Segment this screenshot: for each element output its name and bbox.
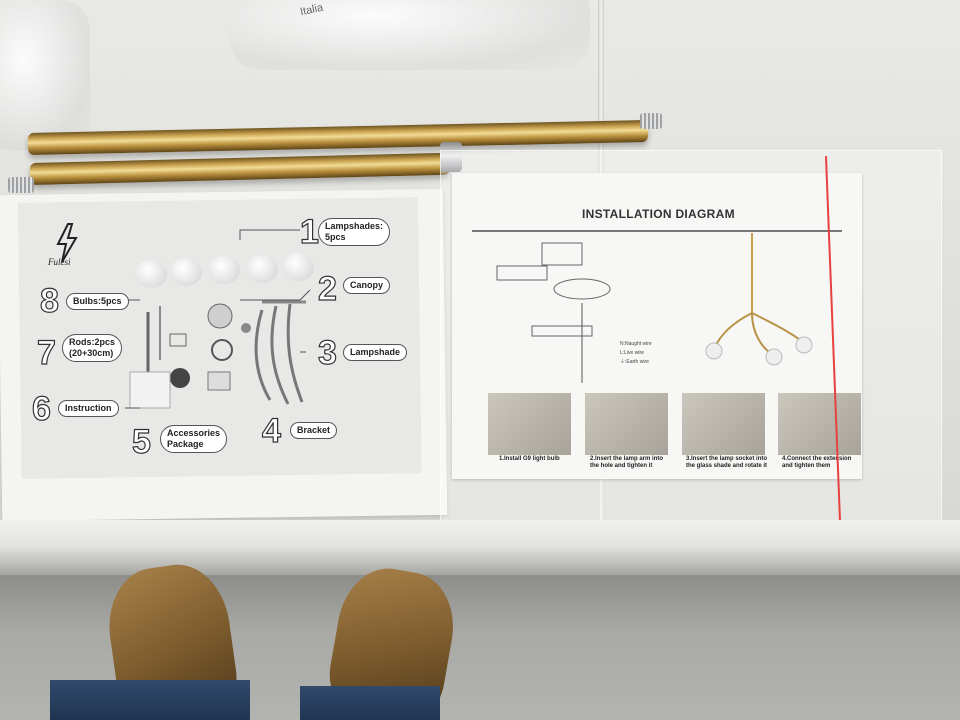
part-label: Canopy xyxy=(343,277,391,294)
left-jeans-leg xyxy=(50,680,250,720)
step-caption: 4.Connect the extension and tighten them xyxy=(782,456,851,469)
part-number: 2 xyxy=(317,270,337,308)
rod-thread xyxy=(8,177,34,193)
diagram-rule xyxy=(472,230,842,232)
step-caption: 1.Install G9 light bulb xyxy=(499,456,560,462)
right-jeans-leg xyxy=(300,686,440,720)
part-number: 8 xyxy=(39,282,59,320)
installation-diagram-sheet: INSTALLATION DIAGRAM N:Naught wire L:Liv… xyxy=(452,173,862,479)
rod-thread xyxy=(640,113,662,129)
plastic-wrap-top xyxy=(230,0,590,70)
step-caption: 2.Insert the lamp arm into the hole and … xyxy=(590,456,664,469)
brand-name: Fulesi xyxy=(48,257,71,267)
part-label: Lampshade xyxy=(343,344,408,361)
diagram-title: INSTALLATION DIAGRAM xyxy=(582,207,735,221)
glass-shade-illustration xyxy=(170,258,202,286)
part-number: 3 xyxy=(317,334,337,372)
part-label: Bracket xyxy=(290,422,338,439)
part-number: 4 xyxy=(261,412,281,450)
part-number: 5 xyxy=(131,423,151,461)
part-label: Instruction xyxy=(58,400,119,417)
step-photo xyxy=(682,393,765,455)
part-number: 6 xyxy=(31,390,51,428)
wiring-diagram xyxy=(496,233,813,383)
part-label: Lampshades: 5pcs xyxy=(318,218,391,246)
brand-logo-icon xyxy=(56,223,78,263)
glass-shade-illustration xyxy=(246,255,278,283)
wiring-legend: N:Naught wire L:Live wire ⏚:Earth wire xyxy=(620,341,652,365)
step-photo xyxy=(488,393,571,455)
glass-shade-illustration xyxy=(135,260,167,288)
part-label: Bulbs:5pcs xyxy=(66,293,129,310)
step-photo xyxy=(778,393,861,455)
part-number: 1 xyxy=(299,213,319,251)
part-number: 7 xyxy=(36,334,56,372)
part-label: Rods:2pcs (20+30cm) xyxy=(62,334,123,362)
step-caption: 3.Insert the lamp socket into the glass … xyxy=(686,456,768,469)
part-label: Accessories Package xyxy=(160,425,228,453)
glass-shade-illustration xyxy=(282,253,314,281)
glass-shade-illustration xyxy=(208,256,240,284)
plastic-wrap-left xyxy=(0,0,90,150)
rod-nut xyxy=(440,142,462,172)
step-photo xyxy=(585,393,668,455)
